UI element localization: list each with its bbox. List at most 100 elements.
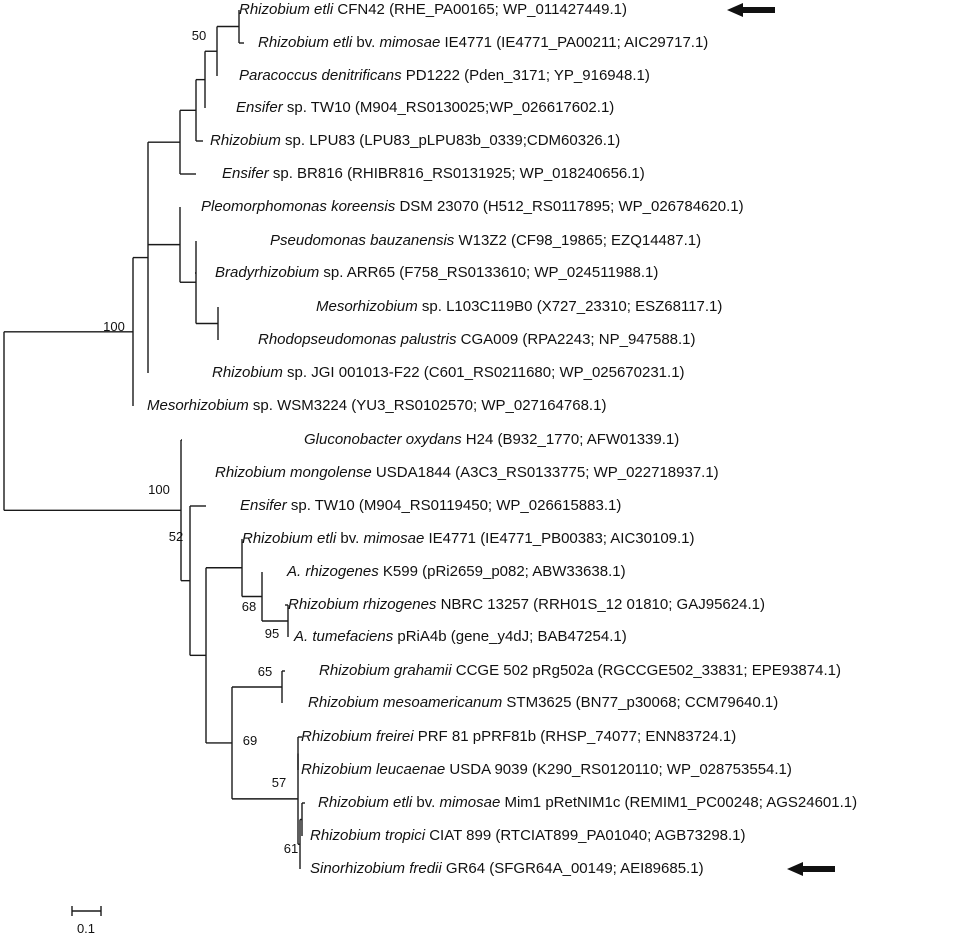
taxon-label: Rhizobium sp. LPU83 (LPU83_pLPU83b_0339;… [210,132,620,149]
bootstrap-value: 69 [243,733,257,748]
bootstrap-value: 95 [265,626,279,641]
taxon-name-italic: Rhizobium [210,132,281,149]
taxon-label: Rhizobium freirei PRF 81 pPRF81b (RHSP_7… [301,728,736,745]
taxon-label: Rhizobium tropici CIAT 899 (RTCIAT899_PA… [310,827,746,844]
arrow-icon [787,862,835,876]
taxon-name-italic: Rhizobium mongolense [215,464,372,481]
taxon-label: Bradyrhizobium sp. ARR65 (F758_RS0133610… [215,264,658,281]
taxon-name-italic: Sinorhizobium fredii [310,860,442,877]
taxon-detail: sp. TW10 (M904_RS0119450; WP_026615883.1… [287,497,622,514]
taxon-label: Rhizobium etli bv. mimosae Mim1 pRetNIM1… [318,794,857,811]
taxon-detail: sp. JGI 001013-F22 (C601_RS0211680; WP_0… [283,364,685,381]
bootstrap-value: 68 [242,599,256,614]
taxon-label: Gluconobacter oxydans H24 (B932_1770; AF… [304,431,679,448]
taxon-detail: NBRC 13257 (RRH01S_12 01810; GAJ95624.1) [436,596,765,613]
taxon-detail: PD1222 (Pden_3171; YP_916948.1) [402,67,650,84]
taxon-detail: USDA1844 (A3C3_RS0133775; WP_022718937.1… [372,464,719,481]
taxon-name-italic: Rhizobium [212,364,283,381]
bootstrap-value: 100 [103,319,125,334]
arrow-icon [727,3,775,17]
taxon-label: Paracoccus denitrificans PD1222 (Pden_31… [239,67,650,84]
taxon-detail: sp. L103C119B0 (X727_23310; ESZ68117.1) [418,298,723,315]
taxon-name-italic: Ensifer [240,497,288,514]
taxon-name-italic: A. rhizogenes [286,563,379,580]
taxon-name-italic: Rhizobium rhizogenes [288,596,437,613]
taxon-detail: pRiA4b (gene_y4dJ; BAB47254.1) [393,628,627,645]
taxon-detail: sp. BR816 (RHIBR816_RS0131925; WP_018240… [269,165,645,182]
taxon-label: Ensifer sp. BR816 (RHIBR816_RS0131925; W… [222,165,645,182]
taxon-detail: W13Z2 (CF98_19865; EZQ14487.1) [454,232,701,249]
taxon-label: Rhizobium leucaenae USDA 9039 (K290_RS01… [301,761,792,778]
taxon-name-italic: Ensifer [236,99,284,116]
taxon-detail: bv. [336,530,363,547]
taxon-name-italic: Mesorhizobium [147,397,249,414]
taxon-detail: CCGE 502 pRg502a (RGCCGE502_33831; EPE93… [452,662,841,679]
bootstrap-value: 65 [258,664,272,679]
taxon-detail: CGA009 (RPA2243; NP_947588.1) [456,331,695,348]
taxon-label: Mesorhizobium sp. L103C119B0 (X727_23310… [316,298,722,315]
bootstrap-value: 57 [272,775,286,790]
taxon-name-italic: Rhizobium etli [258,34,353,51]
taxon-detail: bv. [412,794,439,811]
taxon-label: Mesorhizobium sp. WSM3224 (YU3_RS0102570… [147,397,606,414]
taxon-label: Pseudomonas bauzanensis W13Z2 (CF98_1986… [270,232,701,249]
bootstrap-value: 61 [284,841,298,856]
taxon-name-italic: Pleomorphomonas koreensis [201,198,396,215]
taxon-name-italic: Rhizobium mesoamericanum [308,694,502,711]
taxon-label: Ensifer sp. TW10 (M904_RS0130025;WP_0266… [236,99,614,116]
taxon-detail: DSM 23070 (H512_RS0117895; WP_026784620.… [395,198,743,215]
bootstrap-value: 100 [148,482,170,497]
taxon-detail: sp. TW10 (M904_RS0130025;WP_026617602.1) [283,99,615,116]
taxon-name-italic: Rhizobium freirei [301,728,414,745]
taxon-detail: PRF 81 pPRF81b (RHSP_74077; ENN83724.1) [414,728,737,745]
taxon-label: Rhizobium grahamii CCGE 502 pRg502a (RGC… [319,662,841,679]
taxon-name-italic: Gluconobacter oxydans [304,431,462,448]
taxon-name-italic: Rhizobium leucaenae [301,761,445,778]
taxon-name-italic: Ensifer [222,165,270,182]
scale-bar: 0.1 [71,906,102,936]
taxon-label: A. rhizogenes K599 (pRi2659_p082; ABW336… [286,563,626,580]
taxon-name-italic: Rhizobium etli [239,1,334,18]
scale-bar-label: 0.1 [77,921,95,936]
taxon-detail: bv. [352,34,379,51]
taxon-detail: IE4771 (IE4771_PB00383; AIC30109.1) [424,530,694,547]
taxon-detail: GR64 (SFGR64A_00149; AEI89685.1) [442,860,704,877]
taxon-label: Ensifer sp. TW10 (M904_RS0119450; WP_026… [240,497,621,514]
taxon-label: Rhizobium etli CFN42 (RHE_PA00165; WP_01… [239,1,627,18]
bootstrap-values: 50 100 100 52 68 95 65 69 57 61 [103,28,298,856]
taxon-name-italic: Rhizobium etli [318,794,413,811]
taxon-labels: Rhizobium etli CFN42 (RHE_PA00165; WP_01… [147,1,857,877]
taxon-detail: sp. WSM3224 (YU3_RS0102570; WP_027164768… [249,397,607,414]
taxon-name-italic: Rhizobium tropici [310,827,426,844]
bootstrap-value: 50 [192,28,206,43]
taxon-label: Rhizobium etli bv. mimosae IE4771 (IE477… [258,34,708,51]
taxon-name-italic: Rhizobium grahamii [319,662,452,679]
taxon-detail: H24 (B932_1770; AFW01339.1) [462,431,680,448]
taxon-label: Rhizobium etli bv. mimosae IE4771 (IE477… [242,530,695,547]
taxon-name-italic: Paracoccus denitrificans [239,67,402,84]
taxon-detail: CIAT 899 (RTCIAT899_PA01040; AGB73298.1) [425,827,745,844]
taxon-label: Rhizobium mongolense USDA1844 (A3C3_RS01… [215,464,719,481]
taxon-detail: sp. ARR65 (F758_RS0133610; WP_024511988.… [319,264,658,281]
taxon-detail: K599 (pRi2659_p082; ABW33638.1) [379,563,626,580]
taxon-name-italic: Pseudomonas bauzanensis [270,232,455,249]
taxon-name-italic: mimosae [379,34,440,51]
taxon-label: Rhizobium sp. JGI 001013-F22 (C601_RS021… [212,364,685,381]
taxon-name-italic: Rhizobium etli [242,530,337,547]
taxon-label: Rhizobium rhizogenes NBRC 13257 (RRH01S_… [288,596,765,613]
highlight-arrows [727,3,835,876]
taxon-detail: sp. LPU83 (LPU83_pLPU83b_0339;CDM60326.1… [281,132,620,149]
tree-branches [3,10,305,869]
taxon-detail: USDA 9039 (K290_RS0120110; WP_028753554.… [445,761,792,778]
taxon-name-italic: mimosae [439,794,500,811]
taxon-detail: Mim1 pRetNIM1c (REMIM1_PC00248; AGS24601… [500,794,857,811]
taxon-name-italic: A. tumefaciens [293,628,394,645]
taxon-detail: STM3625 (BN77_p30068; CCM79640.1) [502,694,778,711]
bootstrap-value: 52 [169,529,183,544]
taxon-name-italic: mimosae [363,530,424,547]
taxon-label: Rhodopseudomonas palustris CGA009 (RPA22… [258,331,696,348]
taxon-name-italic: Rhodopseudomonas palustris [258,331,457,348]
taxon-detail: CFN42 (RHE_PA00165; WP_011427449.1) [333,1,627,18]
taxon-label: Rhizobium mesoamericanum STM3625 (BN77_p… [308,694,778,711]
